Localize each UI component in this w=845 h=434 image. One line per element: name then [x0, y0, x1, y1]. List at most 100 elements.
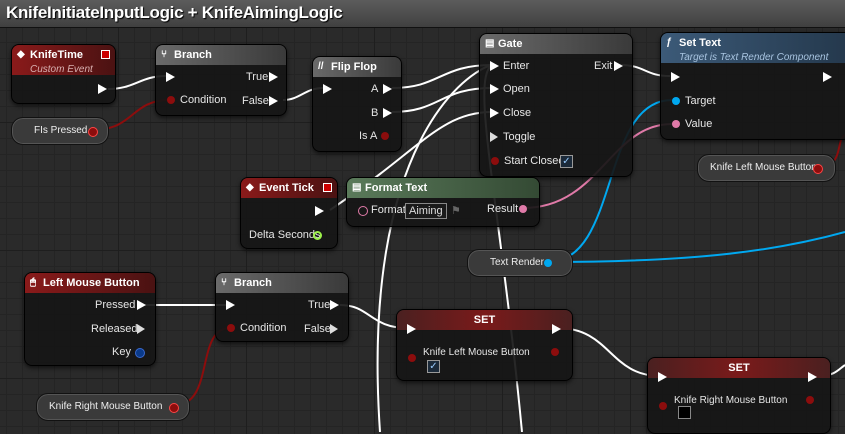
exec-in-pin[interactable]: [407, 324, 416, 334]
node-header: 🖱 Left Mouse Button: [25, 273, 155, 293]
bool-out-pin[interactable]: [813, 164, 823, 174]
condition-pin[interactable]: [227, 324, 235, 332]
branch-icon: ⑂: [161, 49, 167, 60]
exec-out-pin[interactable]: [823, 72, 832, 82]
node-subtitle: Custom Event: [30, 64, 93, 75]
toggle-label: Toggle: [503, 131, 536, 143]
knifetime-event-node[interactable]: ◆ KnifeTime Custom Event: [11, 44, 116, 104]
knife-rmb-variable[interactable]: Knife Right Mouse Button: [36, 393, 190, 421]
true-exec-pin[interactable]: [269, 72, 278, 82]
macro-icon: //: [318, 61, 324, 72]
close-exec-pin[interactable]: [490, 108, 499, 118]
result-label: Result: [487, 203, 519, 215]
node-header: ⑂ Branch: [216, 273, 348, 293]
open-exec-pin[interactable]: [490, 84, 499, 94]
event-tick-node[interactable]: ◆ Event Tick Delta Seconds: [240, 177, 338, 249]
open-label: Open: [503, 83, 530, 95]
exit-exec-pin[interactable]: [614, 61, 623, 71]
set-text-node[interactable]: ƒ Set Text Target is Text Render Compone…: [660, 32, 845, 140]
value-pin[interactable]: [672, 120, 680, 128]
node-title: Event Tick: [259, 182, 314, 194]
left-mouse-button-node[interactable]: 🖱 Left Mouse Button Pressed Released Key: [24, 272, 156, 366]
format-label: Format: [371, 204, 406, 216]
object-out-pin[interactable]: [544, 259, 552, 267]
bool-out-pin[interactable]: [88, 127, 98, 137]
exec-out-pin[interactable]: [808, 372, 817, 382]
exec-wire: [391, 87, 493, 113]
b-exec-pin[interactable]: [383, 108, 392, 118]
false-exec-pin[interactable]: [269, 96, 278, 106]
knife-lmb-checkbox[interactable]: ✓: [427, 360, 440, 373]
exec-in-pin[interactable]: [671, 72, 680, 82]
node-header: ◆ KnifeTime Custom Event: [12, 45, 115, 75]
true-exec-pin[interactable]: [330, 300, 339, 310]
node-header: ◆ Event Tick: [241, 178, 337, 198]
toggle-exec-pin[interactable]: [490, 132, 498, 142]
exec-out-pin[interactable]: [98, 84, 107, 94]
delta-seconds-label: Delta Seconds: [249, 229, 321, 241]
gate-icon: ▤: [485, 38, 495, 49]
exit-label: Exit: [594, 60, 613, 72]
condition-label: Condition: [240, 322, 287, 334]
knife-lmb-variable[interactable]: Knife Left Mouse Button: [697, 154, 836, 182]
start-closed-label: Start Closed: [504, 155, 565, 167]
bool-in-pin[interactable]: [408, 354, 416, 362]
pressed-label: Pressed: [95, 299, 136, 311]
flag-icon[interactable]: ⚑: [451, 205, 461, 217]
fis-pressed-variable[interactable]: FIs Pressed: [11, 117, 109, 145]
target-pin[interactable]: [672, 97, 680, 105]
exec-in-pin[interactable]: [323, 84, 332, 94]
isa-label: Is A: [359, 130, 378, 142]
knife-rmb-checkbox[interactable]: [678, 406, 691, 419]
event-diamond-icon: ◆: [17, 49, 25, 60]
close-label: Close: [503, 107, 532, 119]
set-knife-lmb-node[interactable]: SET Knife Left Mouse Button ✓: [396, 309, 573, 381]
text-render-variable[interactable]: Text Render: [467, 249, 573, 277]
branch-node[interactable]: ⑂ Branch True Condition False: [215, 272, 349, 342]
delta-seconds-pin[interactable]: [313, 231, 322, 240]
result-pin[interactable]: [519, 205, 527, 213]
branch-node[interactable]: ⑂ Branch True Condition False: [155, 44, 287, 116]
bool-in-pin[interactable]: [659, 402, 667, 410]
format-pin[interactable]: [358, 206, 368, 216]
variable-label: FIs Pressed: [34, 125, 88, 136]
false-exec-pin[interactable]: [330, 324, 338, 334]
start-closed-pin[interactable]: [491, 157, 499, 165]
true-label: True: [246, 71, 269, 83]
enter-exec-pin[interactable]: [490, 61, 499, 71]
delegate-pin[interactable]: [323, 183, 332, 192]
true-label: True: [308, 299, 331, 311]
start-closed-checkbox[interactable]: ✓: [560, 155, 573, 168]
set-variable-label: Knife Right Mouse Button: [674, 395, 788, 406]
key-struct-pin[interactable]: [135, 348, 145, 358]
b-label: B: [371, 107, 379, 119]
pressed-exec-pin[interactable]: [137, 300, 146, 310]
exec-in-pin[interactable]: [226, 300, 235, 310]
gate-node[interactable]: ▤ Gate Enter Exit Open Close Toggle Star…: [479, 33, 633, 177]
format-text-input[interactable]: Aiming: [405, 203, 447, 219]
released-label: Released: [91, 323, 138, 335]
node-title: Set Text: [679, 37, 721, 49]
flipflop-node[interactable]: // Flip Flop A B Is A: [312, 56, 402, 152]
exec-out-pin[interactable]: [315, 206, 324, 216]
bool-out-pin[interactable]: [169, 403, 179, 413]
condition-pin[interactable]: [167, 96, 175, 104]
exec-out-pin[interactable]: [552, 324, 561, 334]
a-exec-pin[interactable]: [383, 84, 392, 94]
node-header: // Flip Flop: [313, 57, 401, 77]
released-exec-pin[interactable]: [137, 324, 145, 334]
set-knife-rmb-node[interactable]: SET Knife Right Mouse Button: [647, 357, 831, 434]
node-header: ▤ Gate: [480, 34, 632, 54]
branch-icon: ⑂: [221, 277, 227, 288]
bool-out-pin[interactable]: [806, 396, 814, 404]
value-label: Value: [685, 118, 713, 130]
node-title: Gate: [498, 38, 523, 50]
exec-in-pin[interactable]: [166, 72, 175, 82]
node-header: ▤ Format Text: [347, 178, 539, 198]
exec-in-pin[interactable]: [658, 372, 667, 382]
format-text-node[interactable]: ▤ Format Text Format Aiming ⚑ Result: [346, 177, 540, 227]
delegate-pin[interactable]: [101, 50, 110, 59]
bool-out-pin[interactable]: [551, 348, 559, 356]
isa-bool-pin[interactable]: [381, 132, 389, 140]
variable-label: Knife Right Mouse Button: [49, 401, 163, 412]
